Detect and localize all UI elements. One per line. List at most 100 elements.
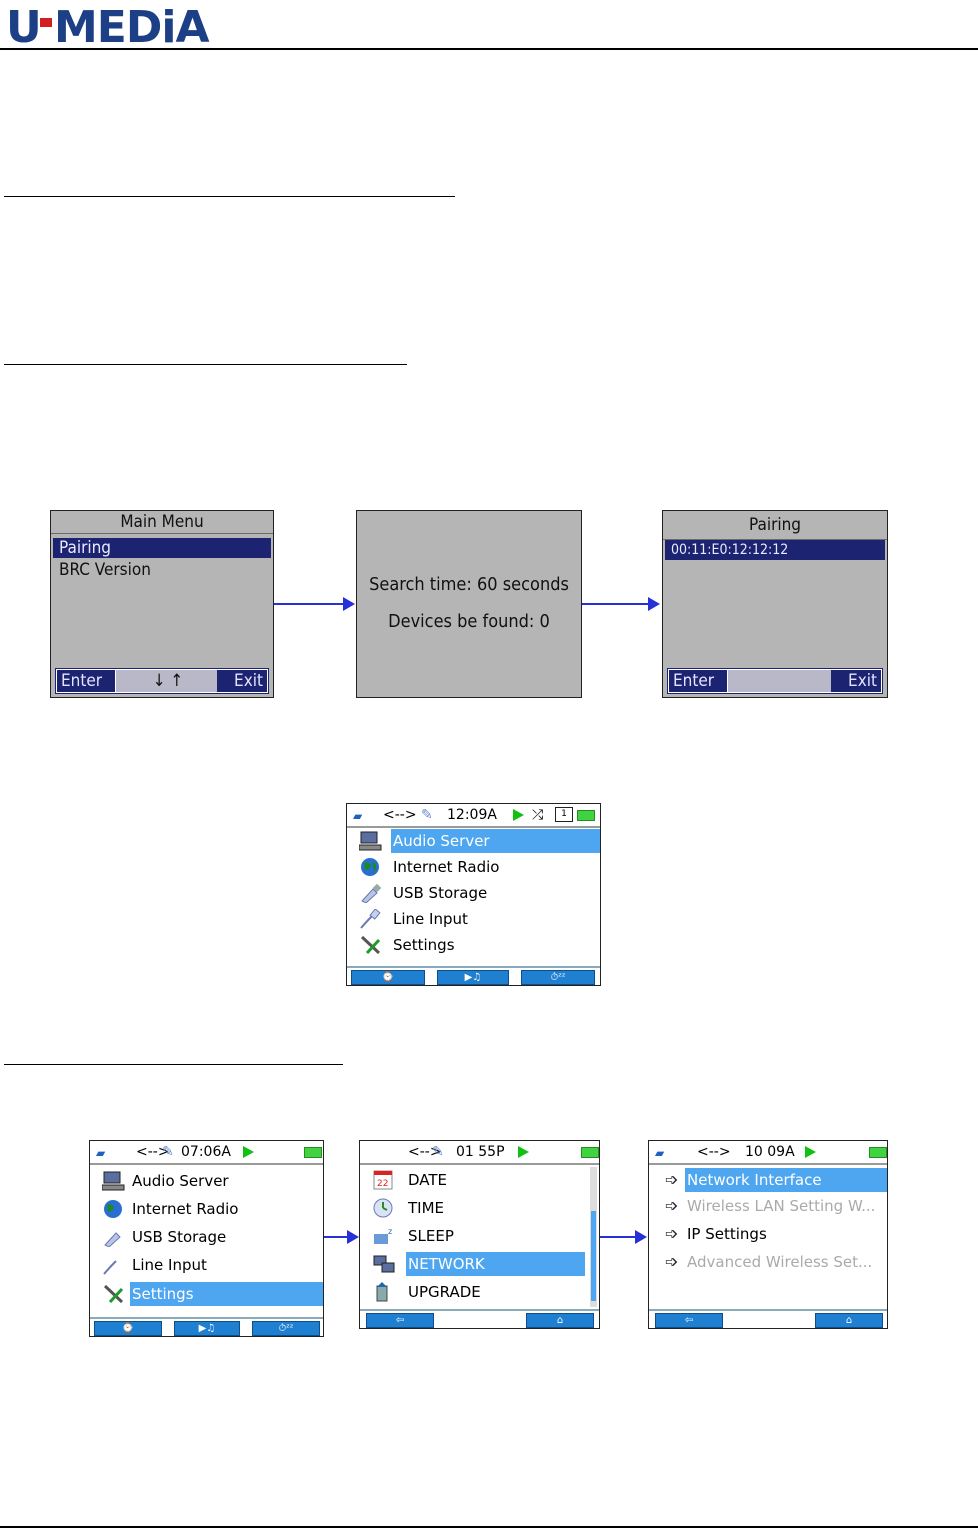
search-time-text: Search time: 60 seconds	[369, 574, 569, 595]
home-button[interactable]: ⌂	[815, 1313, 883, 1328]
network-screen: ▰ <--> 10 09A ➩ Network Interface ➩ Wire…	[648, 1140, 888, 1329]
flow-arrow	[324, 1236, 348, 1238]
nav-arrows: ↓ ↑	[116, 670, 220, 692]
header-rule	[0, 48, 978, 50]
tools-icon	[102, 1284, 126, 1304]
alarm-button[interactable]: ⌚	[351, 970, 425, 985]
flow-arrow-head	[343, 597, 355, 611]
menu-item-network[interactable]: NETWORK	[360, 1251, 599, 1277]
link-arrows: <-->	[136, 1144, 170, 1160]
status-bar: ▰ <--> ✎ 07:06A	[90, 1141, 323, 1165]
arrow-right-icon: ➩	[665, 1170, 679, 1189]
device-address[interactable]: 00:11:E0:12:12:12	[665, 540, 885, 560]
calendar-icon: 22	[372, 1170, 396, 1190]
usb-stick-icon	[102, 1227, 126, 1248]
status-bar: ▰ <--> ✎ 12:09A ⤮ 1	[347, 804, 600, 828]
back-button[interactable]: ⇦	[366, 1313, 434, 1328]
clock-icon	[372, 1198, 396, 1218]
status-bar: <--> ✎ 01 55P	[360, 1141, 599, 1165]
settings-screen: <--> ✎ 01 55P 22 DATE TIME z SLEEP NETWO…	[359, 1140, 600, 1329]
scrollbar[interactable]	[590, 1167, 597, 1307]
menu-item-pairing[interactable]: Pairing	[53, 538, 271, 558]
battery-icon	[304, 1147, 322, 1158]
exit-button[interactable]: Exit	[831, 670, 881, 692]
wifi-icon: ▰	[353, 809, 363, 823]
menu-item-advanced-wireless[interactable]: ➩ Advanced Wireless Set...	[665, 1252, 873, 1271]
svg-text:U: U	[6, 2, 41, 48]
menu-item-sleep[interactable]: z SLEEP	[360, 1223, 599, 1249]
battery-icon	[869, 1147, 887, 1158]
network-icon	[372, 1254, 396, 1274]
footer-rule	[0, 1526, 978, 1528]
play-icon	[805, 1146, 816, 1158]
now-playing-button[interactable]: ▶♫	[174, 1321, 240, 1336]
home-screen: ▰ <--> ✎ 12:09A ⤮ 1 Audio Server Interne…	[346, 803, 601, 986]
menu-item-internet-radio[interactable]: Internet Radio	[347, 854, 600, 880]
remote-pairing-screen: Pairing 00:11:E0:12:12:12 Enter Exit	[662, 510, 888, 698]
menu-item-network-interface[interactable]: ➩ Network Interface	[649, 1167, 887, 1193]
flow-arrow-head	[635, 1230, 647, 1244]
softkey-bar: Enter ↓ ↑ Exit	[55, 668, 269, 694]
remote-search-screen: Search time: 60 seconds Devices be found…	[356, 510, 582, 698]
usb-icon: ✎	[421, 807, 433, 823]
flow-arrow	[274, 603, 344, 605]
cable-icon	[102, 1255, 126, 1275]
flow-arrow-head	[648, 597, 660, 611]
footer-bar: ⇦ ⌂	[360, 1309, 599, 1328]
battery-icon	[577, 810, 595, 821]
clock-text: 07:06A	[181, 1144, 231, 1160]
status-bar: ▰ <--> 10 09A	[649, 1141, 887, 1165]
scroll-thumb[interactable]	[591, 1211, 596, 1301]
menu-item-usb-storage[interactable]: USB Storage	[347, 880, 600, 906]
footer-bar: ⇦ ⌂	[649, 1309, 887, 1328]
umedia-logo: U MEDiA	[2, 0, 222, 53]
play-icon	[243, 1146, 254, 1158]
sleep-button[interactable]: ⏱ᶻᶻ	[521, 970, 595, 985]
section-rule-2	[4, 364, 407, 365]
usb-stick-icon	[359, 883, 383, 904]
svg-text:22: 22	[377, 1179, 388, 1189]
sleep-icon: z	[372, 1226, 396, 1246]
menu-item-upgrade[interactable]: UPGRADE	[360, 1279, 599, 1305]
play-icon	[513, 809, 524, 821]
remote-main-menu-screen: Main Menu Pairing BRC Version Enter ↓ ↑ …	[50, 510, 274, 698]
enter-button[interactable]: Enter	[669, 670, 727, 692]
enter-button[interactable]: Enter	[57, 670, 115, 692]
menu-item-settings[interactable]: Settings	[347, 932, 600, 958]
arrow-right-icon: ➩	[665, 1224, 679, 1243]
wifi-icon: ▰	[655, 1146, 665, 1160]
home-screen-settings-selected: ▰ <--> ✎ 07:06A Audio Server Internet Ra…	[89, 1140, 324, 1337]
menu-item-audio-server[interactable]: Audio Server	[347, 828, 600, 854]
flow-arrow	[600, 1236, 636, 1238]
menu-item-settings[interactable]: Settings	[90, 1281, 323, 1307]
now-playing-button[interactable]: ▶♫	[437, 970, 509, 985]
usb-icon: ✎	[162, 1144, 174, 1160]
menu-item-line-input[interactable]: Line Input	[90, 1252, 323, 1278]
menu-item-wireless-lan[interactable]: ➩ Wireless LAN Setting W...	[665, 1196, 876, 1215]
arrow-right-icon: ➩	[665, 1252, 679, 1271]
menu-item-line-input[interactable]: Line Input	[347, 906, 600, 932]
menu-item-ip-settings[interactable]: ➩ IP Settings	[665, 1224, 767, 1243]
play-icon	[518, 1146, 529, 1158]
link-arrows: <-->	[383, 807, 417, 823]
section-rule-1	[4, 196, 455, 197]
repeat-one-icon: 1	[555, 807, 573, 822]
back-button[interactable]: ⇦	[655, 1313, 723, 1328]
link-arrows: <-->	[697, 1144, 731, 1160]
globe-icon	[102, 1199, 126, 1219]
menu-item-usb-storage[interactable]: USB Storage	[90, 1224, 323, 1250]
menu-item-internet-radio[interactable]: Internet Radio	[90, 1196, 323, 1222]
computer-icon	[358, 831, 383, 851]
home-button[interactable]: ⌂	[526, 1313, 594, 1328]
section-rule-3	[4, 1064, 343, 1065]
menu-item-time[interactable]: TIME	[360, 1195, 599, 1221]
flow-arrow-head	[347, 1230, 359, 1244]
sleep-button[interactable]: ⏱ᶻᶻ	[252, 1321, 320, 1336]
menu-item-date[interactable]: 22 DATE	[360, 1167, 599, 1193]
menu-item-audio-server[interactable]: Audio Server	[90, 1168, 323, 1194]
menu-item-brc-version[interactable]: BRC Version	[59, 560, 151, 580]
softkey-bar: Enter Exit	[667, 668, 883, 694]
clock-text: 10 09A	[745, 1144, 795, 1160]
alarm-button[interactable]: ⌚	[94, 1321, 162, 1336]
exit-button[interactable]: Exit	[217, 670, 267, 692]
